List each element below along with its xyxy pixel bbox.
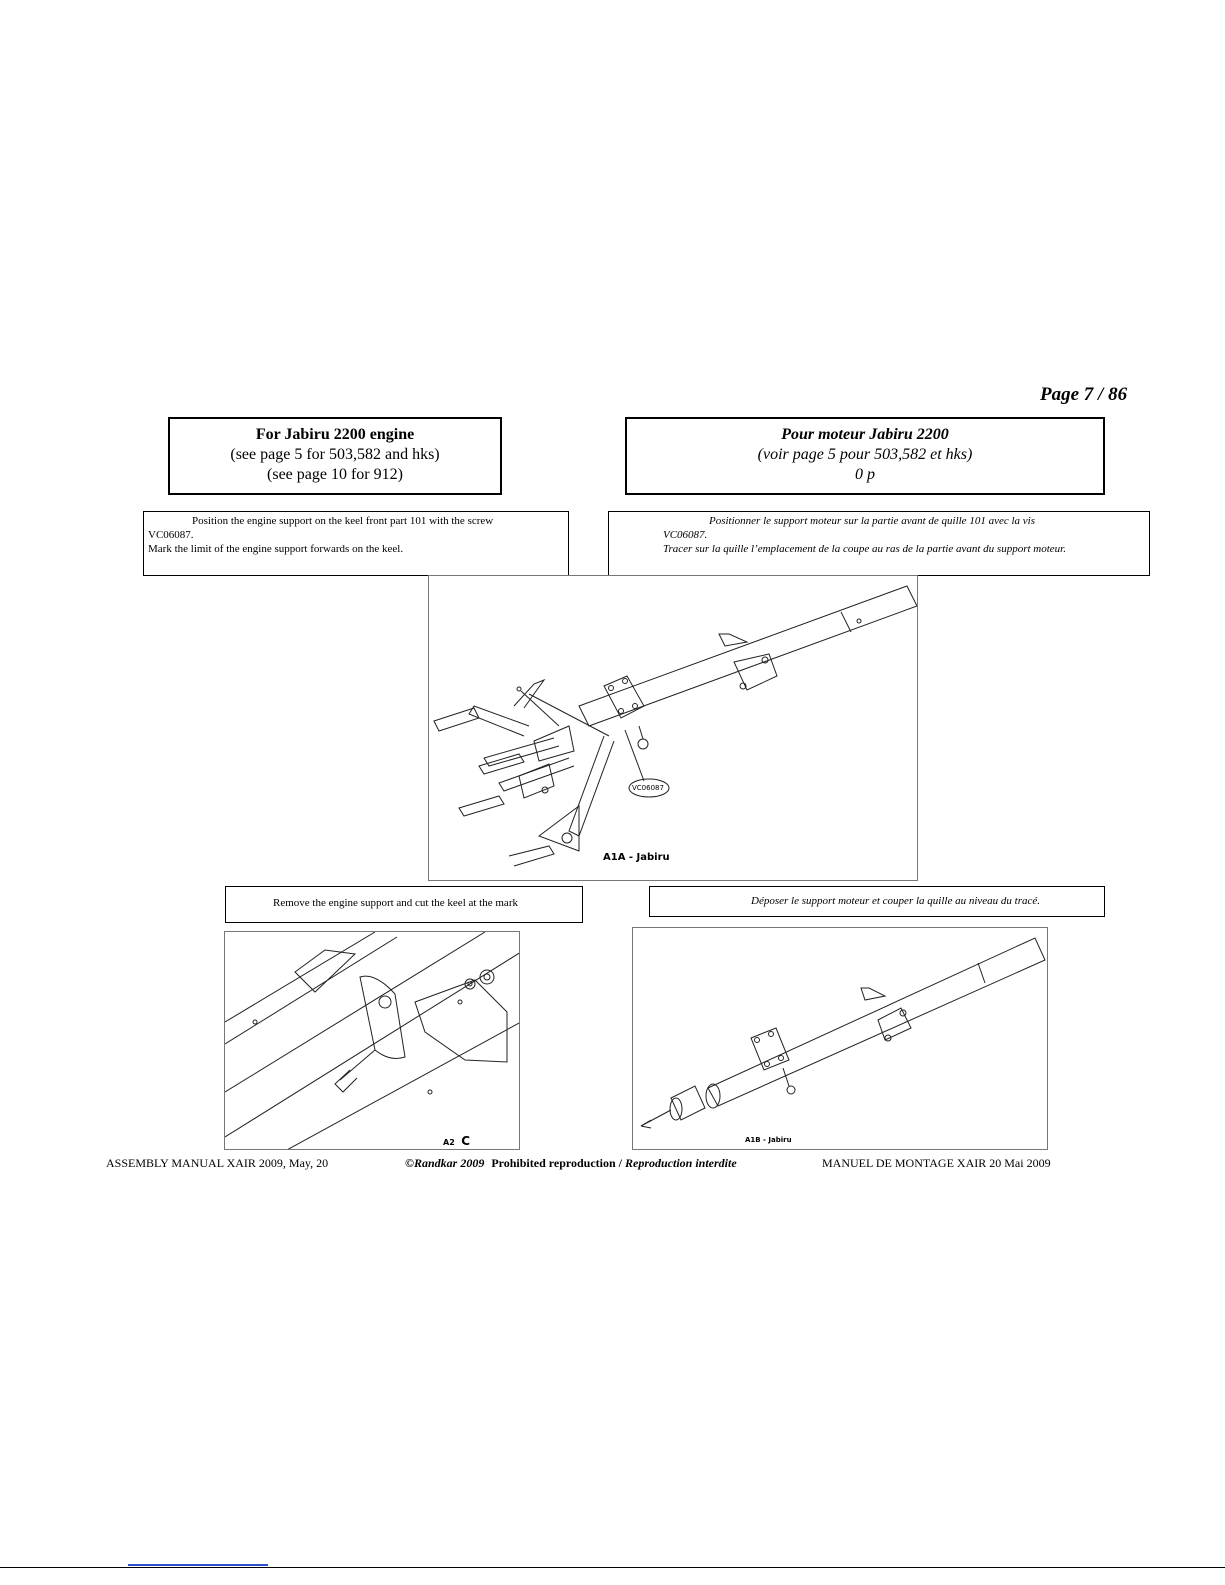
footer-prohibited: Prohibited reproduction / (491, 1156, 622, 1170)
instruction-1-french-line-1: Positionner le support moteur sur la par… (709, 515, 1035, 527)
title-french-subtitle-2: 0 p (855, 466, 875, 483)
figure-a1a-label: A1A - Jabiru (603, 852, 670, 863)
title-english-subtitle-1: (see page 5 for 503,582 and hks) (230, 446, 440, 463)
instruction-2-english-text: Remove the engine support and cut the ke… (273, 897, 518, 909)
figure-a1b-drawing (640, 937, 1046, 1129)
figure-a1b-jabiru: A1B - Jabiru (632, 927, 1048, 1150)
figure-a1a-drawing (433, 585, 917, 867)
figure-a2-label-suffix: C (461, 1134, 471, 1148)
instruction-1-english-line-1: Position the engine support on the keel … (192, 515, 494, 527)
instruction-2-english: Remove the engine support and cut the ke… (225, 886, 583, 923)
instruction-1-english-line-2: VC06087. (148, 529, 194, 541)
instruction-1-english: Position the engine support on the keel … (143, 511, 569, 576)
footnote-link-underline[interactable] (128, 1564, 268, 1566)
bottom-divider (0, 1567, 1225, 1568)
figure-a1a-callout: VC06087 (632, 784, 664, 792)
figure-a2-drawing (225, 932, 519, 1149)
instruction-2-french: Déposer le support moteur et couper la q… (649, 886, 1105, 917)
figure-a2-label: A2 C (443, 1134, 470, 1148)
title-box-english: For Jabiru 2200 engine (see page 5 for 5… (168, 417, 502, 495)
title-english-subtitle-2: (see page 10 for 912) (267, 466, 403, 483)
title-french-subtitle-1: (voir page 5 pour 503,582 et hks) (757, 446, 973, 463)
title-english: For Jabiru 2200 engine (255, 426, 415, 443)
title-box-french: Pour moteur Jabiru 2200 (voir page 5 pou… (625, 417, 1105, 495)
footer-reproduction: Reproduction interdite (625, 1156, 737, 1170)
footer-copyright: ©Randkar 2009 (405, 1156, 485, 1170)
instruction-2-french-text: Déposer le support moteur et couper la q… (751, 895, 1041, 907)
footer-center: ©Randkar 2009 Prohibited reproduction / … (405, 1156, 737, 1171)
instruction-1-french-line-3: Tracer sur la quille l’emplacement de la… (663, 543, 1066, 555)
figure-a1a-jabiru: VC06087 A1A - Jabiru (428, 575, 918, 881)
title-french: Pour moteur Jabiru 2200 (781, 426, 949, 443)
instruction-1-french: Positionner le support moteur sur la par… (608, 511, 1150, 576)
footer-left: ASSEMBLY MANUAL XAIR 2009, May, 20 (106, 1156, 329, 1170)
page-number: Page 7 / 86 (1040, 384, 1128, 405)
figure-a1b-label: A1B - Jabiru (745, 1136, 792, 1144)
figure-a2-detail: A2 C (224, 931, 520, 1150)
instruction-1-french-line-2: VC06087. (663, 529, 708, 541)
footer-right: MANUEL DE MONTAGE XAIR 20 Mai 2009 (822, 1156, 1051, 1170)
instruction-1-english-line-3: Mark the limit of the engine support for… (148, 543, 404, 555)
figure-a2-label-prefix: A2 (443, 1138, 455, 1147)
